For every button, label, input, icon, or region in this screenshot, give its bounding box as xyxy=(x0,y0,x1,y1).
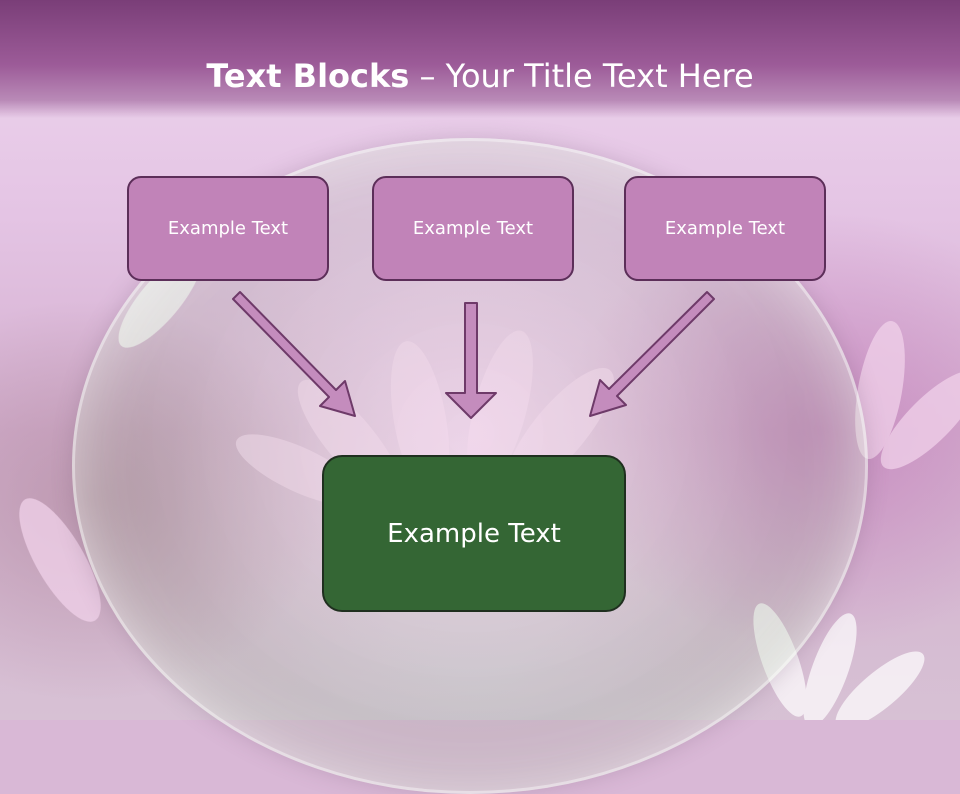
title-bold: Text Blocks xyxy=(206,57,410,95)
main-text-block[interactable]: Example Text xyxy=(322,455,626,612)
arrow-down-icon xyxy=(445,302,497,419)
text-block-3-label: Example Text xyxy=(664,218,786,239)
arrows-layer xyxy=(232,291,715,419)
title-bar xyxy=(0,0,960,118)
arrow-down-right-icon xyxy=(232,291,356,417)
text-block-1-label: Example Text xyxy=(167,218,289,239)
text-block-2-label: Example Text xyxy=(412,218,534,239)
text-block-2[interactable]: Example Text xyxy=(372,176,574,281)
page-title: Text Blocks – Your Title Text Here xyxy=(0,56,960,96)
arrow-down-left-icon xyxy=(589,291,715,417)
text-block-3[interactable]: Example Text xyxy=(624,176,826,281)
title-rest: – Your Title Text Here xyxy=(409,57,754,95)
main-text-block-label: Example Text xyxy=(387,518,561,549)
text-block-1[interactable]: Example Text xyxy=(127,176,329,281)
